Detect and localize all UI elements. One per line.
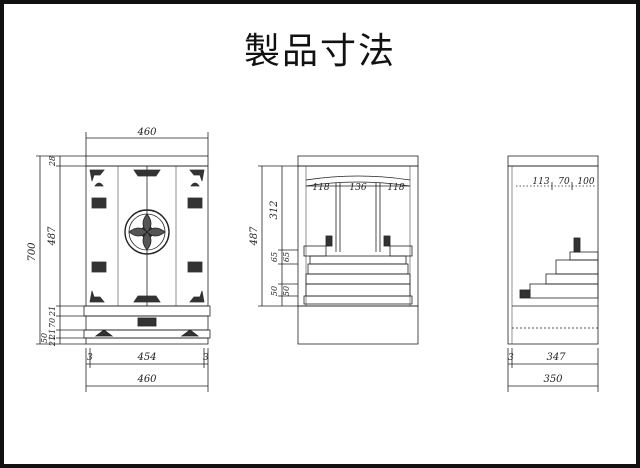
interior-height: 487 <box>249 226 260 247</box>
interior-upper-height: 312 <box>269 200 280 219</box>
front-offset-right: 3 <box>203 353 209 363</box>
interior-lower-height-1: 65 <box>270 252 279 262</box>
side-width-2: 70 <box>558 177 570 187</box>
interior-width-2: 136 <box>349 183 366 193</box>
front-top-width: 460 <box>136 127 157 138</box>
front-height-part-2: 487 <box>47 226 58 247</box>
interior-width-3: 118 <box>387 183 404 193</box>
front-offset-left: 3 <box>87 353 93 363</box>
interior-view <box>258 155 419 345</box>
corner-ornament-icon <box>89 169 205 303</box>
side-width-1: 113 <box>532 177 549 187</box>
side-offset: 3 <box>508 353 514 363</box>
interior-lower-height-3: 50 <box>270 286 279 296</box>
front-view <box>36 132 211 392</box>
front-height-part-7: 21 <box>48 336 57 347</box>
front-bottom-width: 460 <box>136 374 157 385</box>
interior-lower-height-2: 65 <box>282 252 291 262</box>
front-height-part-1: 28 <box>48 156 57 167</box>
front-height-part-5: 21 <box>48 329 57 340</box>
interior-lower-height-4: 50 <box>282 286 291 296</box>
side-width-3: 100 <box>577 177 594 187</box>
front-height-part-4: 70 <box>48 318 57 328</box>
front-height-part-6: 50 <box>40 333 49 343</box>
front-height-part-3: 21 <box>48 306 57 317</box>
floral-crest-icon <box>124 209 170 255</box>
front-total-height: 700 <box>27 242 38 262</box>
front-inner-width: 454 <box>136 352 156 363</box>
side-view <box>507 155 599 392</box>
interior-width-1: 118 <box>312 183 329 193</box>
drawer-handle-icon <box>94 317 200 337</box>
side-inner-depth: 347 <box>546 352 566 363</box>
page-title: 製品寸法 <box>243 31 396 72</box>
side-total-depth: 350 <box>543 374 563 385</box>
